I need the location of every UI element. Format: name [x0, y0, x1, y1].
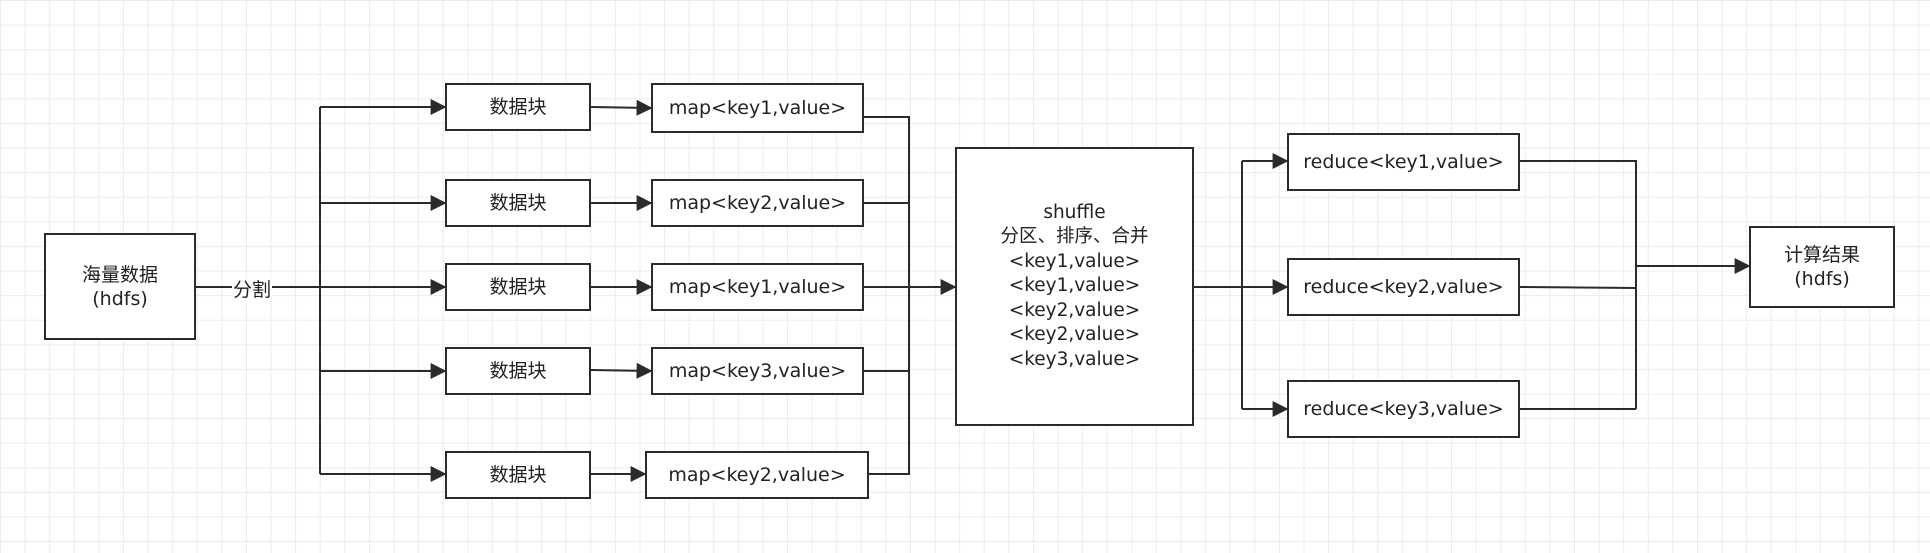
shuffle-node: shuffle 分区、排序、合并 <key1,value> <key1,valu… [955, 147, 1194, 426]
map-node-label: map<key2,value> [668, 464, 846, 486]
map-node-1: map<key1,value> [651, 83, 864, 133]
data-block-label: 数据块 [489, 276, 547, 298]
edge-map-1-to-collector [864, 116, 910, 287]
reduce-node-2: reduce<key2,value> [1287, 258, 1520, 316]
map-node-label: map<key1,value> [668, 97, 847, 119]
map-node-label: map<key2,value> [668, 192, 847, 214]
data-block-1: 数据块 [445, 83, 591, 131]
data-block-label: 数据块 [489, 464, 547, 486]
shuffle-title: shuffle [1043, 201, 1106, 223]
shuffle-item: <key1,value> [1008, 275, 1141, 297]
source-node-label: 海量数据 (hdfs) [81, 263, 158, 310]
reduce-node-3: reduce<key3,value> [1287, 380, 1520, 438]
edge-block-to-map-4 [590, 362, 653, 379]
split-label: 分割 [232, 279, 273, 301]
map-node-label: map<key3,value> [668, 360, 847, 382]
result-node-label: 计算结果 (hdfs) [1783, 244, 1860, 290]
shuffle-item: <key2,value> [1008, 299, 1141, 321]
map-node-5: map<key2,value> [645, 451, 869, 499]
data-block-2: 数据块 [445, 179, 591, 227]
edge-reduce-1-to-merge [1520, 160, 1637, 409]
reduce-node-label: reduce<key1,value> [1303, 151, 1504, 173]
data-block-3: 数据块 [445, 263, 591, 311]
shuffle-item: <key1,value> [1008, 250, 1141, 272]
data-block-label: 数据块 [489, 192, 547, 214]
edge-reduce-2-to-merge [1519, 286, 1637, 289]
result-node: 计算结果 (hdfs) [1749, 226, 1895, 308]
data-block-4: 数据块 [445, 347, 591, 395]
map-node-2: map<key2,value> [651, 179, 864, 227]
data-block-label: 数据块 [489, 360, 547, 382]
shuffle-item: <key2,value> [1008, 324, 1141, 346]
edge-map-5-to-collector [869, 287, 910, 475]
data-block-label: 数据块 [489, 96, 547, 118]
shuffle-item: <key3,value> [1008, 348, 1141, 370]
reduce-node-label: reduce<key3,value> [1303, 398, 1504, 420]
map-node-3: map<key1,value> [651, 263, 864, 311]
reduce-node-1: reduce<key1,value> [1287, 133, 1520, 191]
source-node: 海量数据 (hdfs) [44, 233, 196, 340]
edge-block-to-map-1 [590, 99, 653, 116]
map-node-label: map<key1,value> [668, 276, 847, 298]
data-block-5: 数据块 [445, 451, 591, 499]
reduce-node-label: reduce<key2,value> [1303, 276, 1504, 298]
map-node-4: map<key3,value> [651, 347, 864, 395]
shuffle-subtitle: 分区、排序、合并 [1000, 226, 1149, 248]
